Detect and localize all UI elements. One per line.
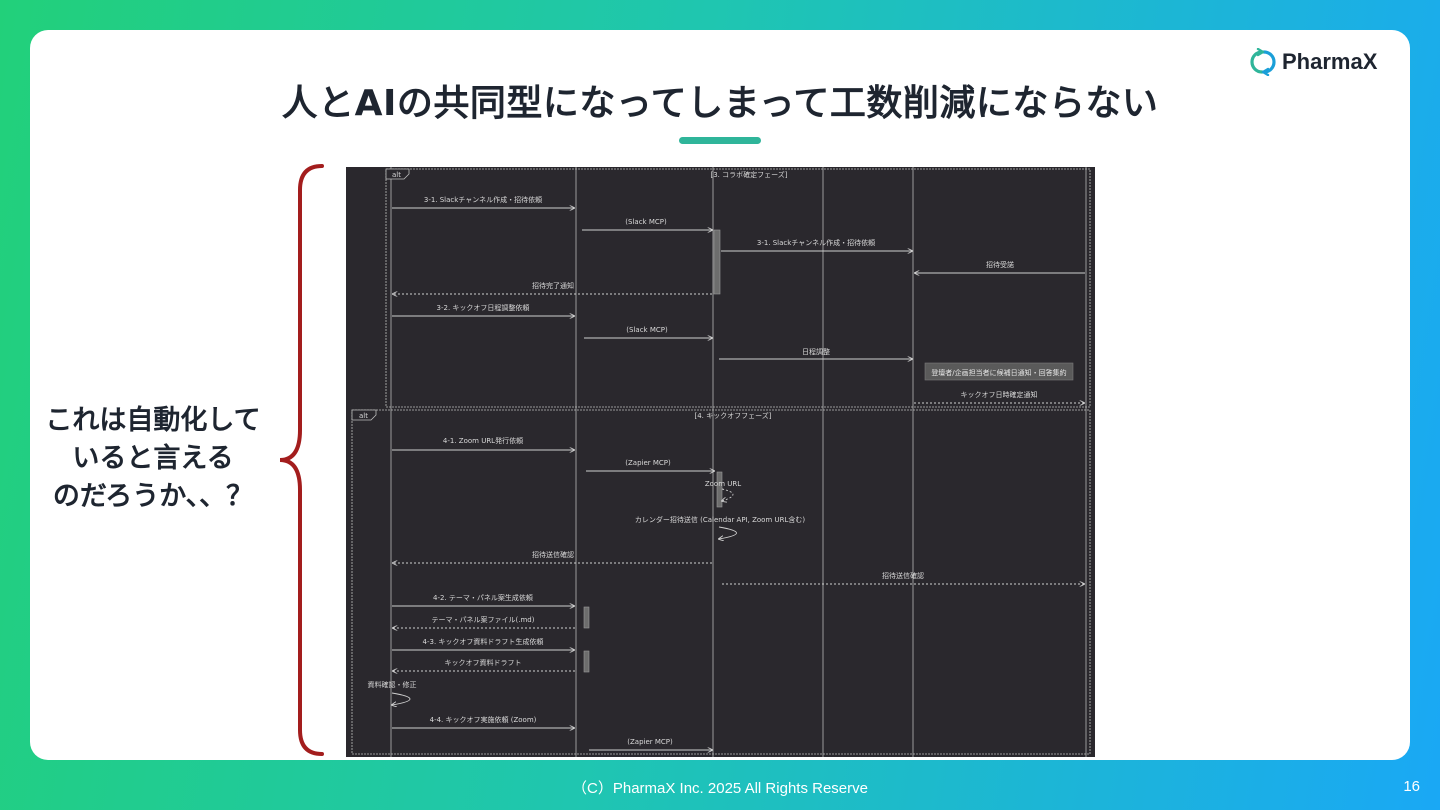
message-label: (Slack MCP) <box>626 326 668 334</box>
message-label: キックオフ日時確定通知 <box>961 390 1038 399</box>
message-label: 招待完了通知 <box>532 281 574 290</box>
side-question-line: いると言える <box>72 443 234 474</box>
side-question-line: のだろうか、、？ <box>52 481 254 512</box>
sequence-diagram-svg: alt [3. コラボ確定フェーズ] alt [4. キックオフフェーズ] <box>351 167 1091 757</box>
message-label: (Zapier MCP) <box>625 459 671 467</box>
message-label: 4-2. テーマ・パネル案生成依頼 <box>433 593 533 602</box>
self-message-label: Zoom URL <box>705 480 741 488</box>
note-text: 登壇者/企画担当者に候補日通知・回答集約 <box>931 368 1066 377</box>
message-label: 3-1. Slackチャンネル作成・招待依頼 <box>424 195 542 204</box>
message-label: 4-3. キックオフ資料ドラフト生成依頼 <box>423 637 544 646</box>
fragment-frame-3 <box>385 168 1091 408</box>
fragment-frame-4 <box>351 409 1091 755</box>
footer-copyright: （C）PharmaX Inc. 2025 All Rights Reserve <box>572 780 868 797</box>
page-number: 16 <box>1403 778 1420 795</box>
message-label: キックオフ資料ドラフト <box>445 658 522 667</box>
pharmax-logo-icon <box>1250 48 1276 76</box>
message-label: (Slack MCP) <box>625 218 667 226</box>
activation-bar <box>713 229 721 295</box>
fragment-tag-label: alt <box>392 171 401 179</box>
activation-bar <box>583 650 590 673</box>
message-label: 日程調整 <box>802 347 830 356</box>
message-label: 4-1. Zoom URL発行依頼 <box>443 436 523 445</box>
activation-bar <box>716 471 723 508</box>
curly-brace <box>280 164 324 756</box>
logo-text: PharmaX <box>1282 49 1378 74</box>
message-label: 招待受諾 <box>986 260 1014 269</box>
self-message-label: 資料確認・修正 <box>368 680 417 689</box>
message-label: 招待送信確認 <box>882 571 924 580</box>
logo: PharmaX <box>1248 48 1377 76</box>
title-underline <box>679 137 761 144</box>
message-label: テーマ・パネル案ファイル(.md) <box>432 615 535 624</box>
message-label: 4-4. キックオフ実施依頼 (Zoom) <box>430 715 537 724</box>
message-label: 3-1. Slackチャンネル作成・招待依頼 <box>757 238 875 247</box>
self-message-arrow <box>722 488 734 501</box>
fragment-tag-label: alt <box>359 412 368 420</box>
self-message-arrow <box>392 692 411 705</box>
fragment-tag-4 <box>351 409 377 421</box>
sequence-diagram: alt [3. コラボ確定フェーズ] alt [4. キックオフフェーズ] <box>346 167 1095 757</box>
note-box <box>924 362 1074 381</box>
message-label: 3-2. キックオフ日程調整依頼 <box>437 303 530 312</box>
side-question: これは自動化して いると言える のだろうか、、？ <box>28 402 278 516</box>
message-label: 招待送信確認 <box>532 550 574 559</box>
activation-bar <box>583 606 590 629</box>
fragment-tag-3 <box>385 168 410 180</box>
self-message-arrow <box>719 526 737 539</box>
message-label: (Zapier MCP) <box>627 738 673 746</box>
slide-title: 人とAIの共同型になってしまって工数削減にならない <box>281 83 1159 124</box>
self-message-label: カレンダー招待送信 (Calendar API, Zoom URL含む) <box>635 515 805 524</box>
fragment-label: [3. コラボ確定フェーズ] <box>710 170 787 179</box>
side-question-line: これは自動化して <box>45 405 261 436</box>
fragment-label: [4. キックオフフェーズ] <box>694 411 771 420</box>
